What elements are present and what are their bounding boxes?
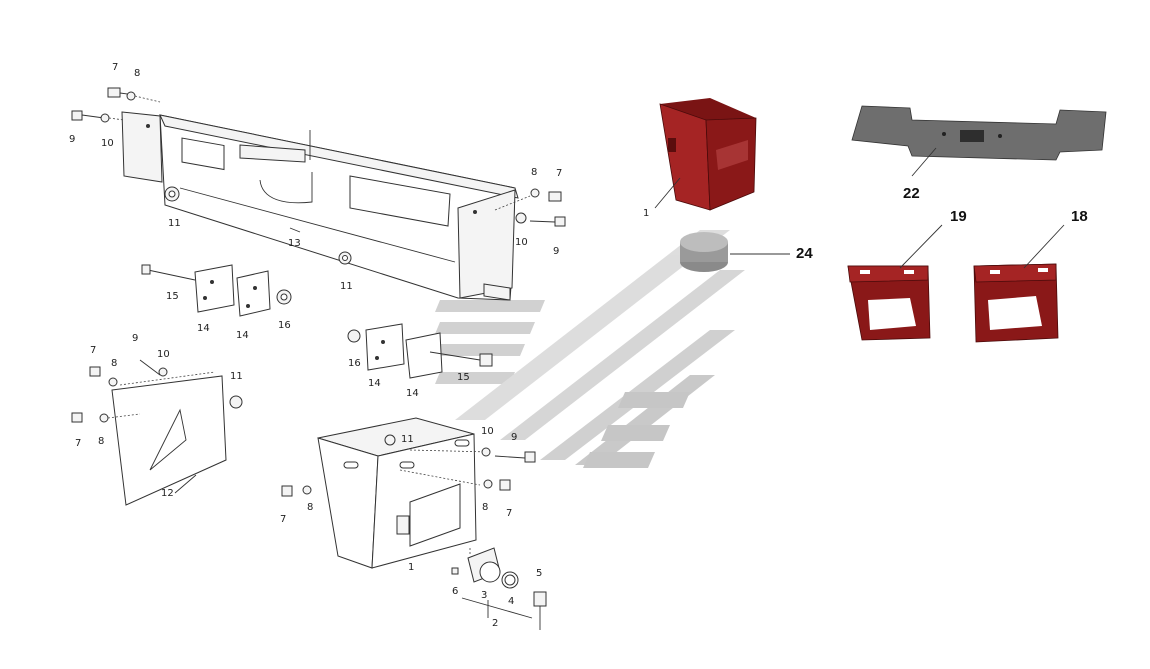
callout-15: 15 (457, 372, 470, 383)
bolt-group-panel-right (338, 188, 566, 265)
callout-24: 24 (796, 245, 813, 262)
callout-11: 11 (230, 371, 243, 382)
rubber-pad-part-24 (680, 232, 728, 272)
lock-assembly (451, 547, 547, 630)
callout-labels: 7 8 9 10 11 13 8 7 10 9 11 15 14 14 16 1… (69, 62, 1088, 629)
callout-10: 10 (481, 426, 494, 437)
callout-7: 7 (506, 508, 512, 519)
side-plate-part-12 (71, 359, 243, 506)
bracket-group-middle (347, 323, 493, 379)
callout-3: 3 (481, 590, 487, 601)
callout-9: 9 (132, 333, 138, 344)
mounting-bracket-part-22 (851, 105, 1107, 161)
callout-9: 9 (553, 246, 559, 257)
bolt-group-top-left (71, 87, 180, 202)
callout-22: 22 (903, 185, 920, 202)
callout-8: 8 (482, 502, 488, 513)
callout-11: 11 (340, 281, 353, 292)
callout-4: 4 (508, 596, 514, 607)
callout-9: 9 (69, 134, 75, 145)
callout-18: 18 (1071, 208, 1088, 225)
callout-8: 8 (531, 167, 537, 178)
callout-10: 10 (101, 138, 114, 149)
callout-16: 16 (278, 320, 291, 331)
callout-10: 10 (157, 349, 170, 360)
callout-8: 8 (307, 502, 313, 513)
callout-11: 11 (168, 218, 181, 229)
callout-7: 7 (280, 514, 286, 525)
callout-6: 6 (452, 586, 458, 597)
callout-13: 13 (288, 238, 301, 249)
watermark-logo (435, 230, 745, 468)
callout-8: 8 (98, 436, 104, 447)
callout-8: 8 (134, 68, 140, 79)
red-bracket-part-18 (973, 263, 1059, 343)
callout-1: 1 (643, 208, 649, 219)
callout-14: 14 (406, 388, 419, 399)
red-bracket-part-19 (847, 265, 931, 341)
callout-7: 7 (112, 62, 118, 73)
callout-7: 7 (90, 345, 96, 356)
callout-19: 19 (950, 208, 967, 225)
bracket-group-left (141, 264, 292, 317)
callout-1: 1 (408, 562, 414, 573)
callout-11: 11 (401, 434, 414, 445)
callout-14: 14 (236, 330, 249, 341)
callout-14: 14 (197, 323, 210, 334)
callout-10: 10 (515, 237, 528, 248)
callout-7: 7 (75, 438, 81, 449)
red-toolbox-part-1 (659, 98, 757, 211)
callout-7: 7 (556, 168, 562, 179)
toolbox-part-1 (281, 417, 536, 569)
callout-9: 9 (511, 432, 517, 443)
callout-12: 12 (161, 488, 174, 499)
callout-15: 15 (166, 291, 179, 302)
callout-2: 2 (492, 618, 498, 629)
rear-panel-part-13 (121, 111, 519, 301)
leader-lines (174, 147, 1065, 618)
callout-5: 5 (536, 568, 542, 579)
callout-16: 16 (348, 358, 361, 369)
callout-14: 14 (368, 378, 381, 389)
callout-8: 8 (111, 358, 117, 369)
